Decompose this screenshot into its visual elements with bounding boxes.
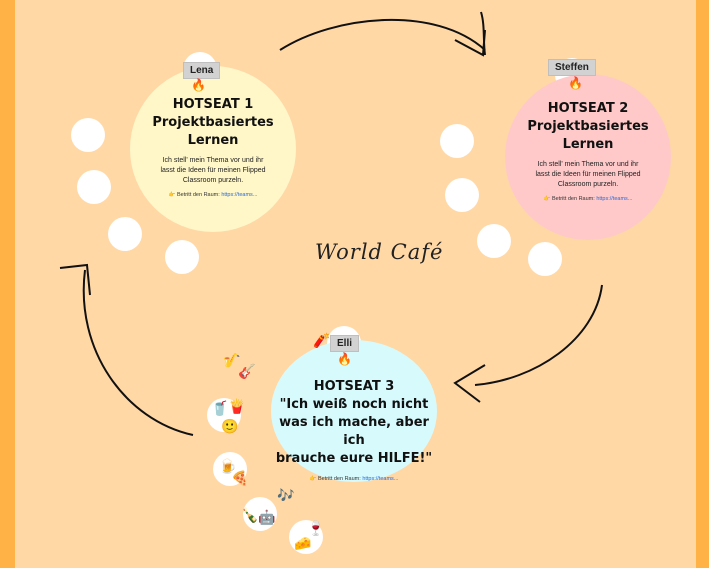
pizza-icon: 🍕 bbox=[231, 470, 249, 486]
hotseat-2-title-line: Lernen bbox=[562, 137, 614, 152]
hotseat-2-title-line: Projektbasiertes bbox=[527, 119, 649, 134]
hotseat-1-table[interactable]: HOTSEAT 1 Projektbasiertes Lernen Ich st… bbox=[130, 66, 296, 232]
guitar-icon: 🎸 bbox=[238, 363, 256, 379]
description-line: lasst die Ideen für meinen Flipped bbox=[160, 167, 266, 174]
hotseat-1-title-line: HOTSEAT 1 bbox=[172, 97, 254, 112]
seat[interactable] bbox=[477, 224, 511, 258]
fire-icon: 🔥 bbox=[337, 352, 352, 366]
cycle-arrows bbox=[59, 11, 603, 436]
hotseat-3-title-line: was ich mache, aber ich bbox=[279, 415, 429, 448]
drinks-icon: 🥤 bbox=[211, 400, 229, 416]
hotseat-3-title-line: "Ich weiß noch nicht bbox=[279, 397, 429, 412]
bottle-icon: 🍾 bbox=[241, 507, 259, 523]
arrowhead-2-to-3 bbox=[453, 364, 486, 403]
hotseat-2-table[interactable]: HOTSEAT 2 Projektbasiertes Lernen Ich st… bbox=[505, 74, 671, 240]
arrow-3-to-1 bbox=[82, 269, 194, 436]
description-line: Classroom purzeln. bbox=[557, 181, 619, 188]
seat[interactable] bbox=[207, 398, 241, 432]
saxophone-icon: 🎷 bbox=[223, 352, 241, 368]
seat[interactable] bbox=[165, 240, 199, 274]
hotseat-1-room-link[interactable]: 👉 Betritt den Raum: https://teams... bbox=[168, 192, 258, 198]
hotseat-3-name-tag: Elli bbox=[330, 335, 360, 352]
hotseat-1-title-line: Lernen bbox=[187, 133, 239, 148]
description-line: Classroom purzeln. bbox=[182, 177, 244, 184]
smiley-icon: 🙂 bbox=[221, 418, 239, 434]
hotseat-1-description: Ich stell' mein Thema vor und ihr lasst … bbox=[130, 156, 296, 186]
room-link-url[interactable]: https://teams... bbox=[596, 196, 633, 202]
seat[interactable] bbox=[243, 497, 277, 531]
room-link-label: Betritt den Raum: bbox=[176, 192, 220, 198]
seat[interactable] bbox=[108, 217, 142, 251]
whiteboard-canvas: HOTSEAT 1 Projektbasiertes Lernen Ich st… bbox=[15, 0, 696, 568]
arrow-1-to-2 bbox=[279, 19, 486, 51]
robot-icon: 🤖 bbox=[258, 509, 276, 525]
hotseat-2-room-link[interactable]: 👉 Betritt den Raum: https://teams... bbox=[543, 196, 633, 202]
hotseat-2-title-line: HOTSEAT 2 bbox=[547, 101, 629, 116]
seat[interactable] bbox=[289, 520, 323, 554]
wine-glass-icon: 🍷 bbox=[307, 520, 325, 536]
arrowhead-3-to-1 bbox=[59, 263, 91, 296]
fire-icon: 🔥 bbox=[191, 78, 206, 92]
music-notes-icon: 🎶 bbox=[277, 487, 295, 503]
cheese-icon: 🧀 bbox=[294, 535, 312, 551]
seat[interactable] bbox=[77, 170, 111, 204]
fire-icon: 🔥 bbox=[568, 76, 583, 90]
hotseat-1-title-line: Projektbasiertes bbox=[152, 115, 274, 130]
room-link-label: Betritt den Raum: bbox=[551, 196, 595, 202]
fries-icon: 🍟 bbox=[228, 398, 246, 414]
description-line: Ich stell' mein Thema vor und ihr bbox=[537, 161, 639, 168]
room-link-url[interactable]: https://teams... bbox=[362, 476, 399, 482]
beer-icon: 🍺 bbox=[219, 458, 237, 474]
seat[interactable] bbox=[71, 118, 105, 152]
hotseat-3-title-line: HOTSEAT 3 bbox=[313, 379, 395, 394]
room-link-label: Betritt den Raum: bbox=[317, 476, 361, 482]
world-cafe-label: World Café bbox=[315, 240, 444, 264]
hotseat-2-description: Ich stell' mein Thema vor und ihr lasst … bbox=[505, 160, 671, 190]
hotseat-1-name-tag: Lena bbox=[183, 62, 221, 79]
seat[interactable] bbox=[440, 124, 474, 158]
seat[interactable] bbox=[528, 242, 562, 276]
description-line: Ich stell' mein Thema vor und ihr bbox=[162, 157, 264, 164]
hotseat-3-table[interactable]: HOTSEAT 3 "Ich weiß noch nicht was ich m… bbox=[271, 340, 437, 482]
room-link-url[interactable]: https://teams... bbox=[221, 192, 258, 198]
description-line: lasst die Ideen für meinen Flipped bbox=[535, 171, 641, 178]
arrow-2-to-3 bbox=[474, 284, 603, 386]
firecracker-icon: 🧨 bbox=[313, 332, 331, 348]
seat[interactable] bbox=[213, 452, 247, 486]
hotseat-3-room-link[interactable]: 👉 Betritt den Raum: https://teams... bbox=[309, 476, 399, 482]
hotseat-3-title-line: brauche eure HILFE!" bbox=[275, 451, 433, 466]
hotseat-2-name-tag: Steffen bbox=[548, 59, 596, 76]
seat[interactable] bbox=[445, 178, 479, 212]
